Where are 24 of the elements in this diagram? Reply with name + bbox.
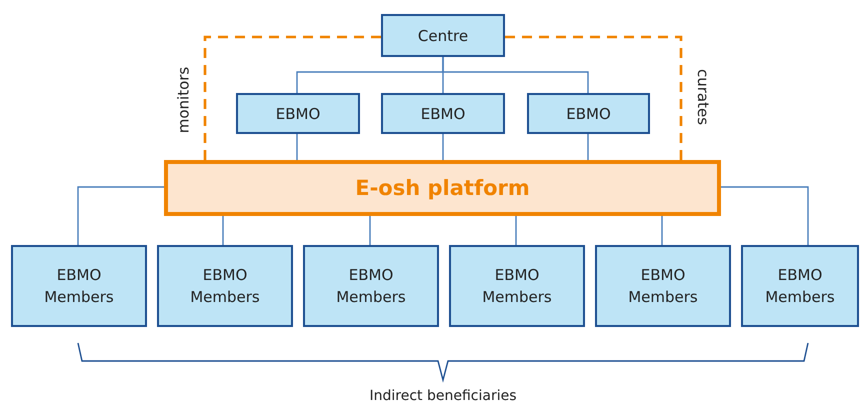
org-box: EBMO: [527, 93, 650, 134]
connector-line: [661, 216, 663, 245]
connector-line: [442, 134, 444, 160]
org-box: Centre: [381, 14, 505, 57]
group-caption: Indirect beneficiaries: [370, 388, 516, 403]
connector-line: [442, 57, 589, 93]
connector-line: [296, 134, 298, 160]
connector-line: [222, 216, 224, 245]
org-box: EBMO Members: [449, 245, 585, 327]
platform-box: E-osh platform: [164, 160, 721, 216]
org-box: EBMO Members: [741, 245, 859, 327]
org-box: EBMO: [381, 93, 505, 134]
dashed-connector: [204, 36, 381, 160]
org-box: EBMO Members: [303, 245, 439, 327]
dashed-connector: [505, 36, 682, 160]
connector-line: [515, 216, 517, 245]
org-box: EBMO: [236, 93, 360, 134]
connector-line: [369, 216, 371, 245]
org-box: EBMO Members: [11, 245, 147, 327]
org-box: EBMO Members: [157, 245, 293, 327]
connector-line: [721, 186, 809, 245]
connector-line: [77, 186, 164, 245]
connector-line: [587, 134, 589, 160]
org-box: EBMO Members: [595, 245, 731, 327]
